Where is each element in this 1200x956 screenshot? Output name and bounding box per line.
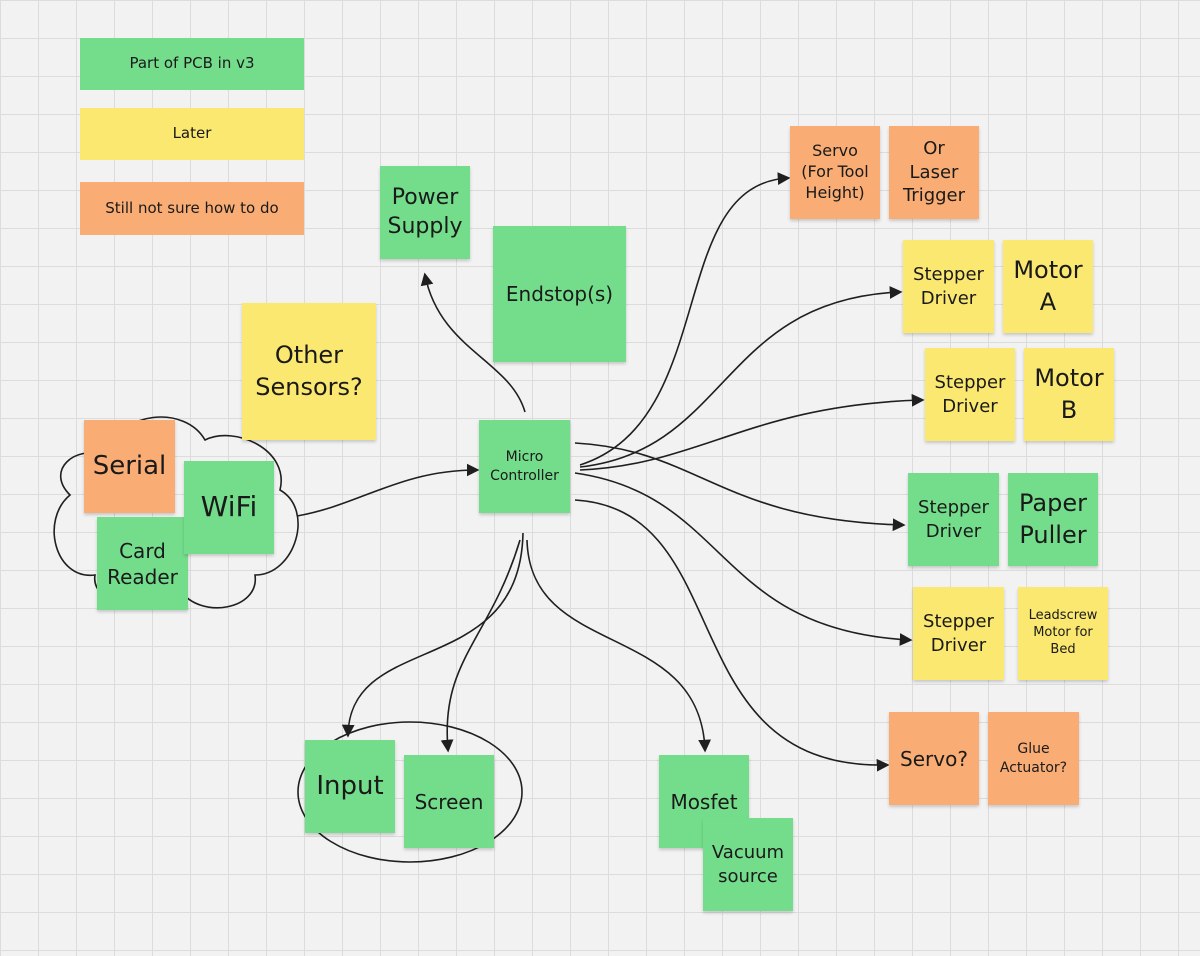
arrow-mcu-to-stepper-bed [574, 472, 913, 646]
note-stepper-driver-b[interactable]: Stepper Driver [925, 348, 1015, 441]
note-wifi[interactable]: WiFi [184, 461, 274, 554]
arrow-mcu-to-stepper-b [579, 393, 925, 471]
note-stepper-driver-bed[interactable]: Stepper Driver [913, 587, 1004, 680]
note-card-reader[interactable]: Card Reader [97, 517, 188, 610]
note-motor-a[interactable]: Motor A [1003, 240, 1093, 333]
arrow-mcu-to-servo-tool [579, 172, 791, 466]
note-stepper-driver-paper[interactable]: Stepper Driver [908, 473, 999, 566]
note-glue-actuator[interactable]: Glue Actuator? [988, 712, 1079, 805]
arrow-mcu-to-stepper-a [579, 286, 903, 468]
note-vacuum-source[interactable]: Vacuum source [703, 818, 793, 911]
arrow-mcu-to-screen [440, 539, 521, 753]
arrow-mcu-to-power [420, 272, 526, 413]
note-serial[interactable]: Serial [84, 420, 175, 513]
arrow-mcu-to-input [341, 532, 524, 738]
note-micro-controller[interactable]: Micro Controller [479, 420, 570, 513]
legend-pcb-v3: Part of PCB in v3 [80, 38, 304, 90]
ui-ellipse [297, 721, 523, 863]
comms-cloud [53, 416, 299, 609]
legend-not-sure: Still not sure how to do [80, 182, 304, 235]
arrow-mcu-to-mosfet [526, 539, 711, 753]
arrow-mcu-to-stepper-paper [574, 442, 906, 532]
note-power-supply[interactable]: Power Supply [380, 166, 470, 259]
note-input[interactable]: Input [305, 740, 395, 833]
note-laser-trigger[interactable]: Or Laser Trigger [889, 126, 979, 219]
note-servo[interactable]: Servo? [889, 712, 979, 805]
arrow-mcu-to-servo [574, 499, 890, 772]
note-stepper-driver-a[interactable]: Stepper Driver [903, 240, 994, 333]
note-servo-tool-height[interactable]: Servo (For Tool Height) [790, 126, 880, 219]
note-leadscrew-motor[interactable]: Leadscrew Motor for Bed [1018, 587, 1108, 680]
note-paper-puller[interactable]: Paper Puller [1008, 473, 1098, 566]
note-other-sensors[interactable]: Other Sensors? [242, 303, 376, 440]
arrow-comms-to-mcu [296, 463, 480, 517]
note-motor-b[interactable]: Motor B [1024, 348, 1114, 441]
note-endstops[interactable]: Endstop(s) [493, 226, 626, 362]
legend-later: Later [80, 108, 304, 160]
note-screen[interactable]: Screen [404, 755, 494, 848]
